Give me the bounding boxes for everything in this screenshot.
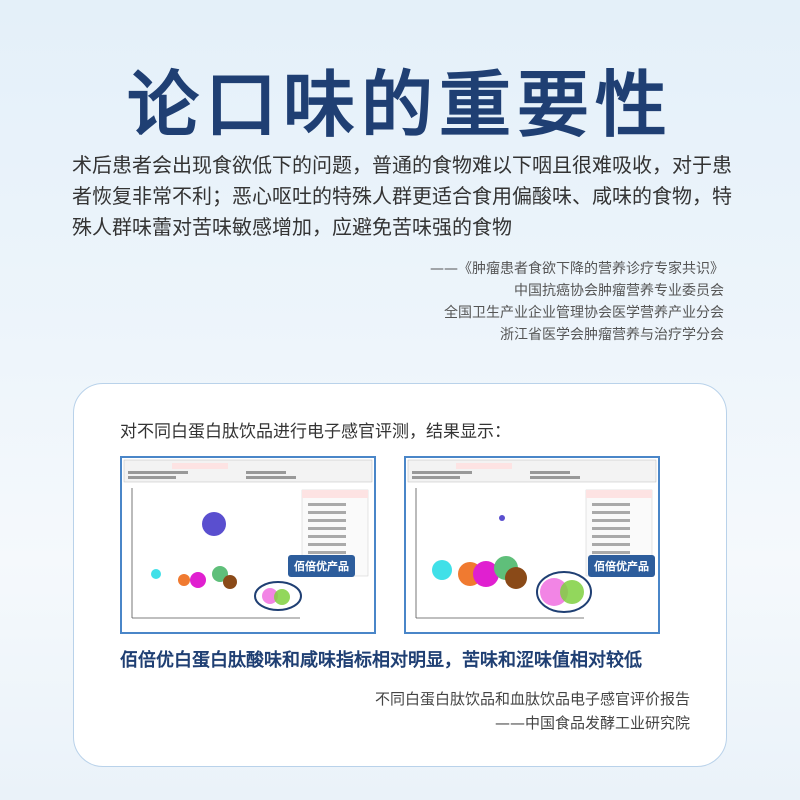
intro-paragraph: 术后患者会出现食欲低下的问题，普通的食物难以下咽且很难吸收，对于患者恢复非常不利… [72, 153, 732, 239]
source-line: 不同白蛋白肽饮品和血肽饮品电子感官评价报告 [374, 690, 690, 708]
card-conclusion: 佰倍优白蛋白肽酸味和咸味指标相对明显，苦味和涩味值相对较低 [120, 650, 642, 671]
page-title: 论口味的重要性 [126, 63, 673, 147]
highlight-tag-left: 佰倍优产品 [288, 555, 355, 577]
citation-line: ——《肿瘤患者食欲下降的营养诊疗专家共识》 [430, 261, 724, 277]
bubble-chart-image-left [120, 456, 376, 634]
citation-line: 浙江省医学会肿瘤营养与治疗学分会 [500, 327, 724, 343]
card-intro: 对不同白蛋白肽饮品进行电子感官评测，结果显示： [120, 422, 511, 442]
citation-block: ——《肿瘤患者食欲下降的营养诊疗专家共识》 中国抗癌协会肿瘤营养专业委员会 全国… [430, 258, 724, 346]
citation-line: 全国卫生产业企业管理协会医学营养产业分会 [444, 305, 724, 321]
highlight-tag-right: 佰倍优产品 [588, 555, 655, 577]
evaluation-card: 对不同白蛋白肽饮品进行电子感官评测，结果显示： [73, 383, 727, 767]
source-line: ——中国食品发酵工业研究院 [494, 714, 690, 732]
citation-line: 中国抗癌协会肿瘤营养专业委员会 [514, 283, 724, 299]
report-source: 不同白蛋白肽饮品和血肽饮品电子感官评价报告 ——中国食品发酵工业研究院 [375, 687, 690, 735]
bubble-chart-image-right [404, 456, 660, 634]
